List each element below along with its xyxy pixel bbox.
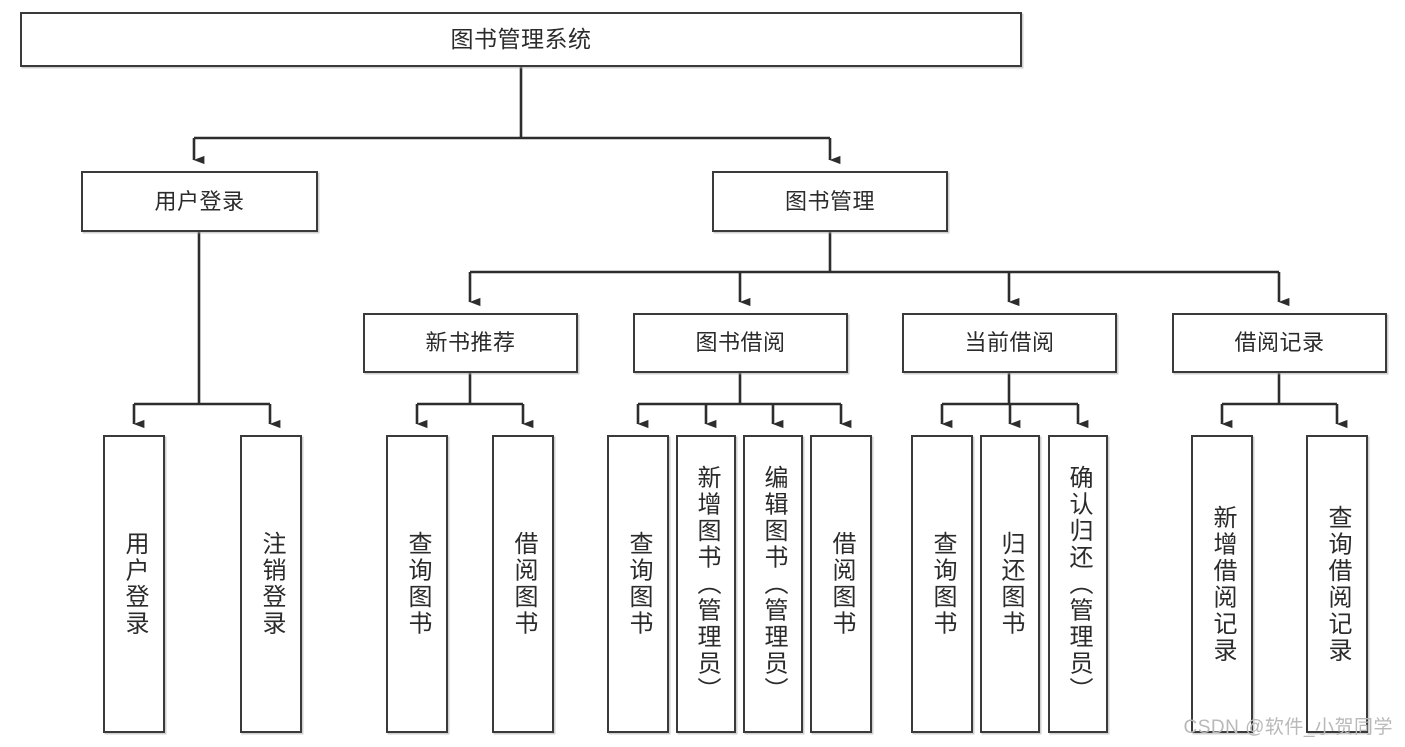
node-label: 图书借阅 [695,330,786,356]
node-leaf-confirm-return-admin[interactable]: 确认归还（管理员） [1048,435,1108,733]
node-label: 图书管理 [784,188,875,214]
node-new-book-recommend[interactable]: 新书推荐 [363,313,578,373]
node-current-borrow[interactable]: 当前借阅 [902,313,1117,373]
node-leaf-query-book-borrow[interactable]: 查询图书 [607,435,669,733]
node-label: 图书管理系统 [450,25,592,52]
node-label: 新增图书（管理员） [692,464,720,704]
node-book-management[interactable]: 图书管理 [712,171,948,232]
node-label: 查询图书 [928,531,956,637]
node-label: 编辑图书（管理员） [759,464,787,704]
node-label: 用户登录 [154,188,245,214]
node-leaf-add-book-admin[interactable]: 新增图书（管理员） [676,435,736,733]
node-leaf-query-book-new[interactable]: 查询图书 [386,435,448,733]
node-leaf-return-book[interactable]: 归还图书 [980,435,1040,733]
node-user-login[interactable]: 用户登录 [81,171,318,232]
node-borrow-record[interactable]: 借阅记录 [1172,313,1387,373]
node-label: 查询图书 [403,531,431,637]
node-leaf-logout[interactable]: 注销登录 [240,435,302,733]
node-label: 查询图书 [624,531,652,637]
node-leaf-add-borrow-record[interactable]: 新增借阅记录 [1191,435,1253,733]
node-label: 确认归还（管理员） [1064,464,1092,704]
node-label: 借阅记录 [1234,330,1325,356]
node-label: 注销登录 [257,531,285,637]
node-leaf-edit-book-admin[interactable]: 编辑图书（管理员） [743,435,803,733]
node-leaf-query-borrow-record[interactable]: 查询借阅记录 [1306,435,1368,733]
node-label: 借阅图书 [509,531,537,637]
node-label: 新增借阅记录 [1208,504,1236,664]
watermark-text: CSDN @软件_小贺同学 [1183,717,1393,738]
node-leaf-user-login[interactable]: 用户登录 [103,435,165,733]
node-root-system[interactable]: 图书管理系统 [20,12,1022,67]
node-label: 当前借阅 [964,330,1055,356]
node-leaf-borrow-book[interactable]: 借阅图书 [810,435,872,733]
node-label: 新书推荐 [425,330,516,356]
node-label: 查询借阅记录 [1323,504,1351,664]
node-book-borrow[interactable]: 图书借阅 [633,313,848,373]
node-label: 用户登录 [120,531,148,637]
node-leaf-borrow-book-new[interactable]: 借阅图书 [492,435,554,733]
node-label: 借阅图书 [827,531,855,637]
node-leaf-query-book-current[interactable]: 查询图书 [911,435,973,733]
node-label: 归还图书 [996,531,1024,637]
